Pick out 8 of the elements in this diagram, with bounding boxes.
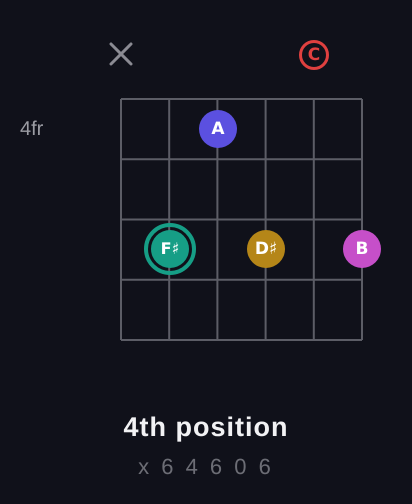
open-string-marker: C [299,40,329,70]
note-marker: B [343,230,381,268]
note-marker: A [199,110,237,148]
fret-number-label: 4fr [20,117,44,141]
tab-notation: x 6 4 6 0 6 [137,454,275,480]
chord-title: 4th position [122,411,290,444]
note-marker: D♯ [247,230,285,268]
root-note-marker: F♯ [144,223,196,275]
